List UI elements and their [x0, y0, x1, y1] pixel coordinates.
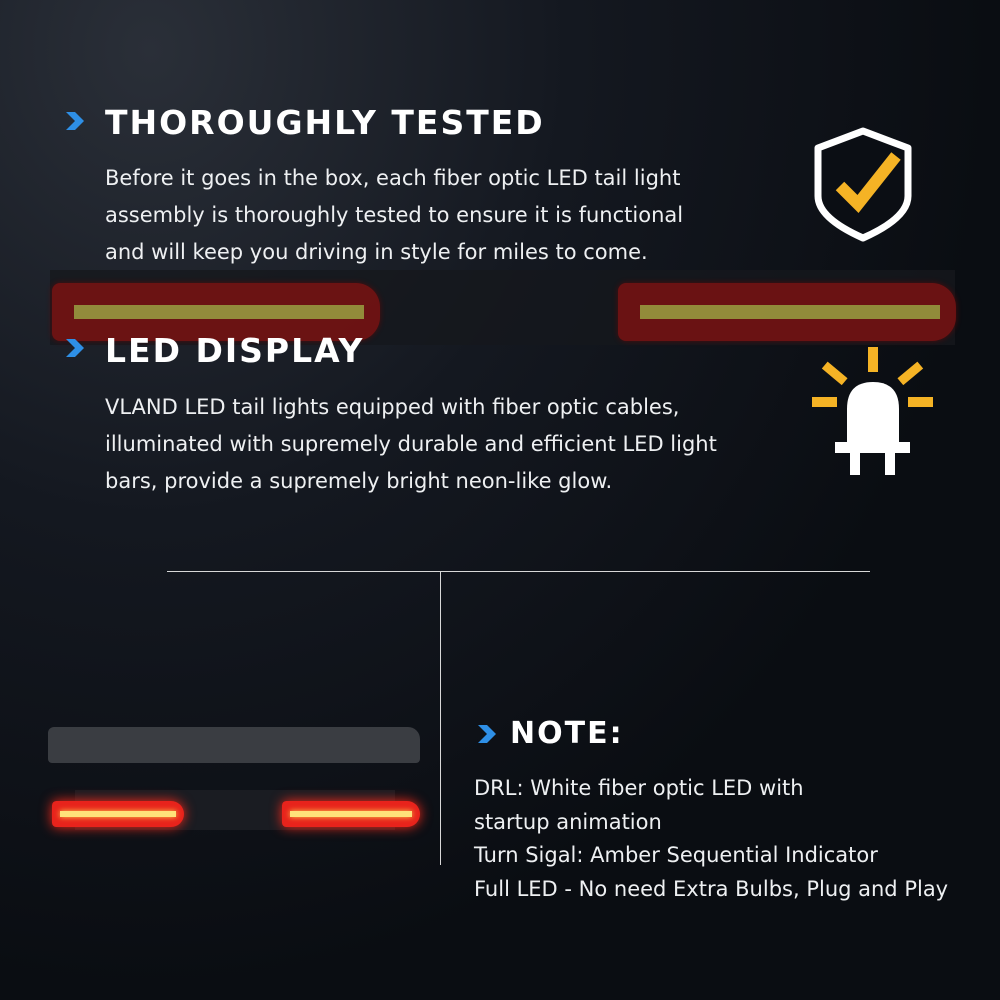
section-text-led: VLAND LED tail lights equipped with fibe… [105, 389, 717, 500]
note-text: DRL: White fiber optic LED with startup … [474, 772, 948, 907]
text-line: bars, provide a supremely bright neon-li… [105, 469, 613, 493]
text-line: Full LED - No need Extra Bulbs, Plug and… [474, 877, 949, 902]
tail-light-off-image [48, 727, 420, 763]
text-line: startup animation [474, 809, 662, 834]
text-line: and will keep you driving in style for m… [105, 240, 648, 264]
led-bulb-icon [812, 347, 933, 475]
chevron-right-icon [66, 112, 84, 130]
chevron-right-icon [66, 339, 84, 357]
shield-check-icon [814, 127, 912, 242]
text-line: Before it goes in the box, each fiber op… [105, 166, 681, 190]
section-title-led: LED DISPLAY [105, 331, 365, 370]
text-line: DRL: White fiber optic LED with [474, 776, 804, 800]
note-title: NOTE: [510, 716, 624, 751]
tail-light-left-background [52, 283, 380, 341]
text-line: VLAND LED tail lights equipped with fibe… [105, 395, 680, 419]
text-line: assembly is thoroughly tested to ensure … [105, 203, 684, 227]
chevron-right-icon [478, 725, 496, 743]
tail-light-right-background [618, 283, 956, 341]
vertical-divider [440, 572, 441, 865]
section-title-tested: THOROUGHLY TESTED [105, 103, 545, 142]
text-line: illuminated with supremely durable and e… [105, 432, 717, 456]
tail-light-on-left [52, 801, 184, 827]
tail-light-on-right [282, 801, 420, 827]
text-line: Turn Sigal: Amber Sequential Indicator [474, 843, 878, 868]
horizontal-divider [167, 571, 870, 572]
section-text-tested: Before it goes in the box, each fiber op… [105, 160, 683, 271]
